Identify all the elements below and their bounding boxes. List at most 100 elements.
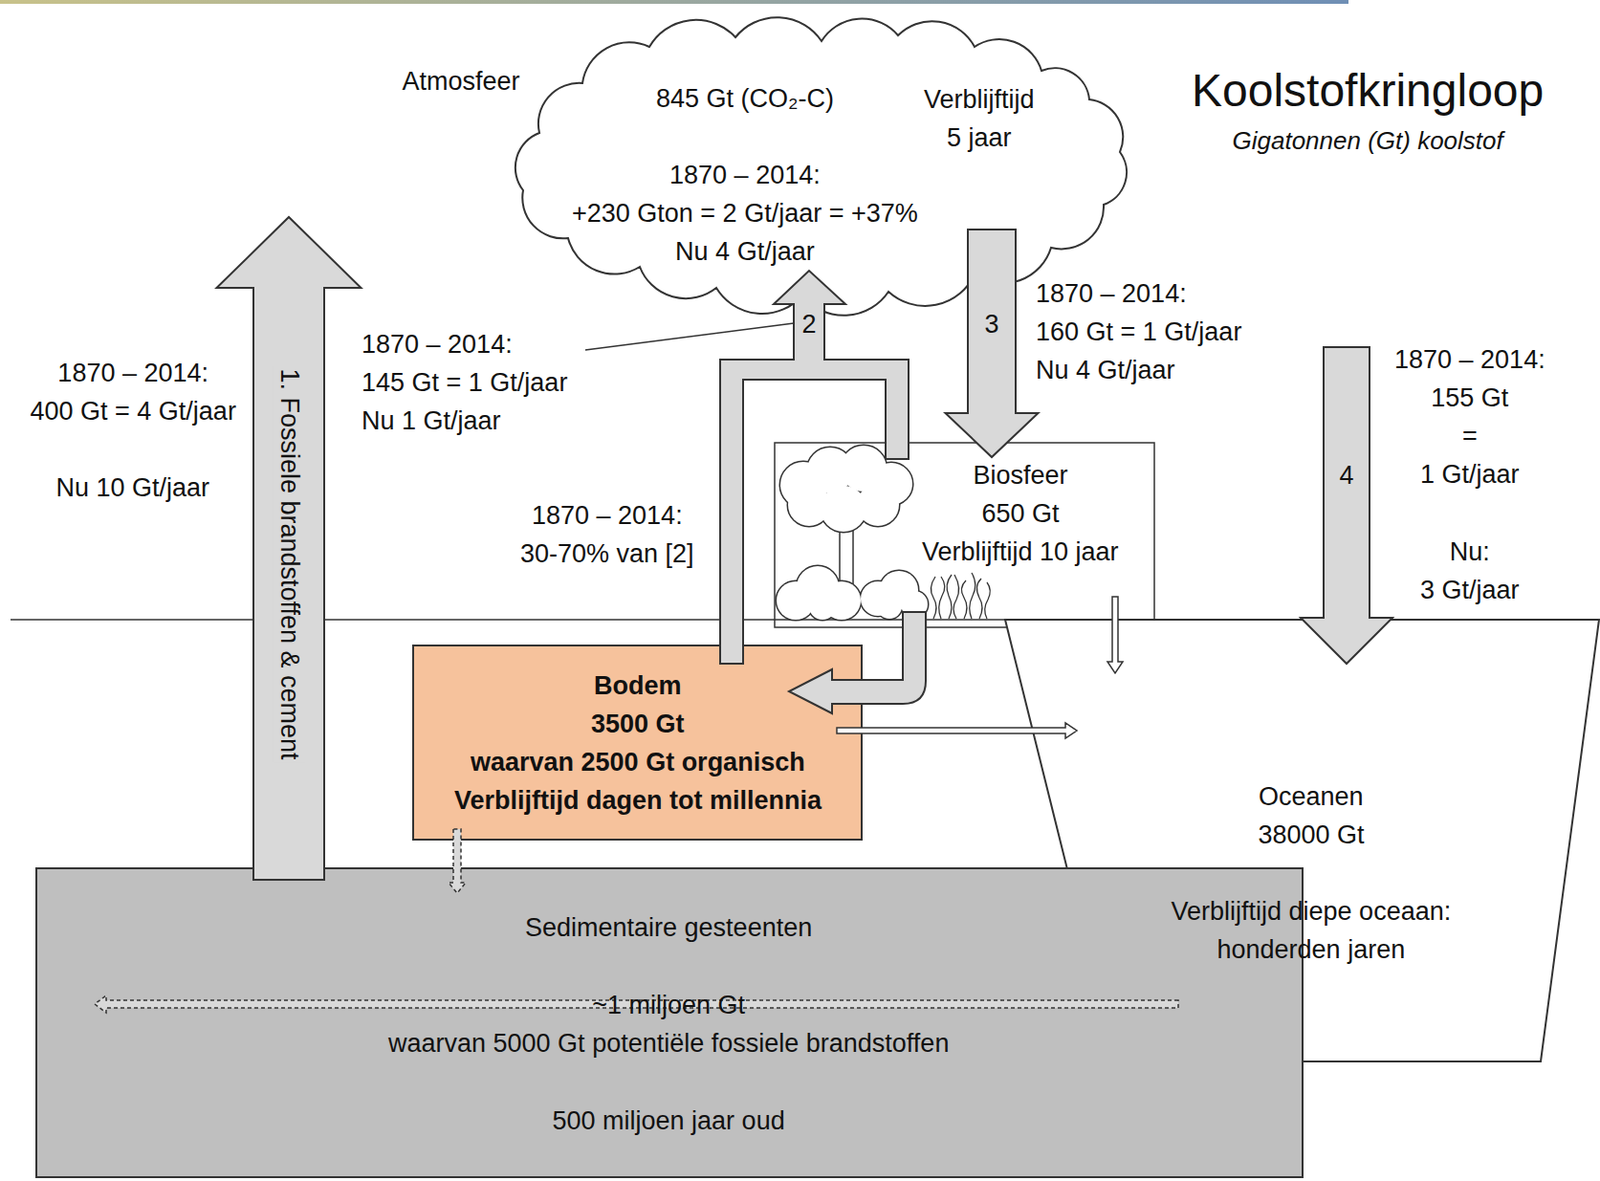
text-line: Nu 1 Gt/jaar xyxy=(361,401,568,440)
text-line: = xyxy=(1394,416,1546,456)
node-outline-shape xyxy=(36,868,1303,1178)
text-line: 1870 – 2014: xyxy=(571,155,919,195)
node-outline xyxy=(773,441,1156,629)
text-line: 2 xyxy=(802,308,817,340)
text-line: Nu 10 Gt/jaar xyxy=(56,468,211,507)
flux-note: 1870 – 2014: 155 Gt = 1 Gt/jaar xyxy=(1394,340,1546,494)
node-note: 500 miljoen jaar oud xyxy=(552,1101,786,1140)
diagram-title: Koolstofkringloop xyxy=(1191,63,1544,119)
text-line: 1870 – 2014: xyxy=(361,325,568,364)
tree-icon xyxy=(780,445,913,586)
text-line: Verblijftijd 10 jaar xyxy=(921,532,1119,571)
text-line: 1870 – 2014: xyxy=(30,353,237,393)
callout-number: 3 xyxy=(982,308,1003,340)
callout-number: 2 xyxy=(799,308,820,340)
node-heading: Biosfeer xyxy=(973,456,1069,495)
text-line: Nu 4 Gt/jaar xyxy=(1035,350,1242,390)
text-line: 3500 Gt xyxy=(470,704,806,744)
text-line: 145 Gt = 1 Gt/jaar xyxy=(361,363,568,402)
callout-number: 4 xyxy=(1336,460,1358,491)
node-heading: Sedimentaire gesteenten xyxy=(525,908,812,947)
flux-note: 1870 – 2014: 30-70% van [2] xyxy=(520,496,695,573)
text-line: ~1 miljoen Gt xyxy=(388,986,949,1025)
text-line: 1870 – 2014: xyxy=(1035,274,1242,313)
text-line: Oceanen xyxy=(1258,777,1364,816)
text-line: honderden jaren xyxy=(1171,930,1452,969)
text-line: 3 Gt/jaar xyxy=(1420,570,1520,610)
node-note: Verblijftijd 5 jaar xyxy=(923,80,1035,157)
text-line: Atmosfeer xyxy=(402,62,521,101)
text-line: +230 Gton = 2 Gt/jaar = +37% xyxy=(571,194,919,233)
text-line: 3 xyxy=(985,308,1000,340)
text-line: 4 xyxy=(1339,460,1355,491)
text-line: Verblijftijd dagen tot millennia xyxy=(454,781,822,820)
text-line: Verblijftijd xyxy=(923,80,1035,119)
biosphere-box: Biosfeer650 GtVerblijftijd 10 jaar xyxy=(773,441,1156,629)
text-line: 650 Gt xyxy=(982,494,1060,533)
node-heading: Bodem xyxy=(593,666,682,705)
text-line: Bodem xyxy=(593,666,682,705)
node-value: 3500 Gt waarvan 2500 Gt organisch xyxy=(470,704,806,782)
node-value: 650 Gt xyxy=(982,494,1060,533)
flow-arrow xyxy=(720,270,846,664)
flow-arrow xyxy=(1300,347,1393,664)
text-line: waarvan 2500 Gt organisch xyxy=(470,743,806,782)
node-value: ~1 miljoen Gt waarvan 5000 Gt potentiële… xyxy=(388,986,949,1063)
node-heading: Oceanen xyxy=(1258,777,1364,816)
node-note: Verblijftijd dagen tot millennia xyxy=(454,781,822,820)
node-note: Verblijftijd 10 jaar xyxy=(921,532,1119,571)
flux-note: Nu: 3 Gt/jaar xyxy=(1420,532,1520,610)
text-line: waarvan 5000 Gt potentiële fossiele bran… xyxy=(388,1024,949,1063)
text-line: Gigatonnen (Gt) koolstof xyxy=(1232,124,1504,157)
text-line: 1 Gt/jaar xyxy=(1394,455,1546,494)
node-heading: Atmosfeer xyxy=(402,62,521,101)
grass-icon xyxy=(930,572,990,619)
text-line: Nu 4 Gt/jaar xyxy=(571,232,919,271)
node-outline xyxy=(515,8,1131,307)
flow-arrow xyxy=(1107,596,1123,674)
text-line: 500 miljoen jaar oud xyxy=(552,1101,786,1140)
text-line: Biosfeer xyxy=(973,456,1069,495)
flux-note: 1870 – 2014: 145 Gt = 1 Gt/jaar Nu 1 Gt/… xyxy=(361,325,568,440)
text-line: 400 Gt = 4 Gt/jaar xyxy=(30,392,237,431)
text-line: 30-70% van [2] xyxy=(520,534,695,573)
flow-arrow xyxy=(824,359,909,460)
flow-arrow xyxy=(94,995,1179,1013)
ocean-basin: Oceanen38000 Gt Verblijftijd diepe oceaan… xyxy=(1005,619,1600,1062)
node-outline-shape xyxy=(515,17,1127,316)
sediment-block: Sedimentaire gesteenten ~1 miljoen Gt waa… xyxy=(35,867,1304,1179)
flow-arrow xyxy=(836,723,1077,739)
atmosphere-cloud: Atmosfeer845 Gt (CO₂-C)Verblijftijd 5 ja… xyxy=(515,8,1131,307)
text-line: 5 jaar xyxy=(923,118,1035,157)
text-line: Sedimentaire gesteenten xyxy=(525,908,812,947)
text-line: 1870 – 2014: xyxy=(1394,340,1546,379)
text-line: Verblijftijd diepe oceaan: xyxy=(1171,892,1452,931)
header-bar xyxy=(0,0,1349,4)
node-note: 1870 – 2014: +230 Gton = 2 Gt/jaar = +37… xyxy=(571,155,919,271)
soil-box: Bodem3500 Gt waarvan 2500 Gt organischVe… xyxy=(412,644,863,841)
flow-arrow xyxy=(448,829,466,894)
flow-arrow xyxy=(789,612,926,714)
text-line: 1. Fossiele brandstoffen & cement xyxy=(272,368,306,760)
text-line: Koolstofkringloop xyxy=(1191,63,1544,119)
flux-note: Nu 10 Gt/jaar xyxy=(56,468,211,507)
flow-arrow xyxy=(217,217,362,880)
text-line: 38000 Gt xyxy=(1258,815,1365,855)
text-line: Nu: xyxy=(1420,532,1520,571)
flux-note: 1870 – 2014: 400 Gt = 4 Gt/jaar xyxy=(30,353,237,431)
leader-line xyxy=(585,323,794,351)
node-value: 845 Gt (CO₂-C) xyxy=(656,79,834,118)
flow-arrow xyxy=(945,229,1039,458)
subtitle: Gigatonnen (Gt) koolstof xyxy=(1232,124,1504,157)
node-note: Verblijftijd diepe oceaan: honderden jar… xyxy=(1171,892,1452,969)
node-value: 38000 Gt xyxy=(1258,815,1365,855)
text-line: 845 Gt (CO₂-C) xyxy=(656,79,834,118)
node-outline-shape xyxy=(774,442,1155,628)
text-line: 1870 – 2014: xyxy=(520,496,695,535)
text-line: 160 Gt = 1 Gt/jaar xyxy=(1035,312,1242,351)
flux-note: 1870 – 2014: 160 Gt = 1 Gt/jaar Nu 4 Gt/… xyxy=(1035,274,1242,390)
text-line: 155 Gt xyxy=(1394,378,1546,417)
arrow-label: 1. Fossiele brandstoffen & cement xyxy=(272,365,306,763)
node-outline-shape xyxy=(413,645,862,840)
